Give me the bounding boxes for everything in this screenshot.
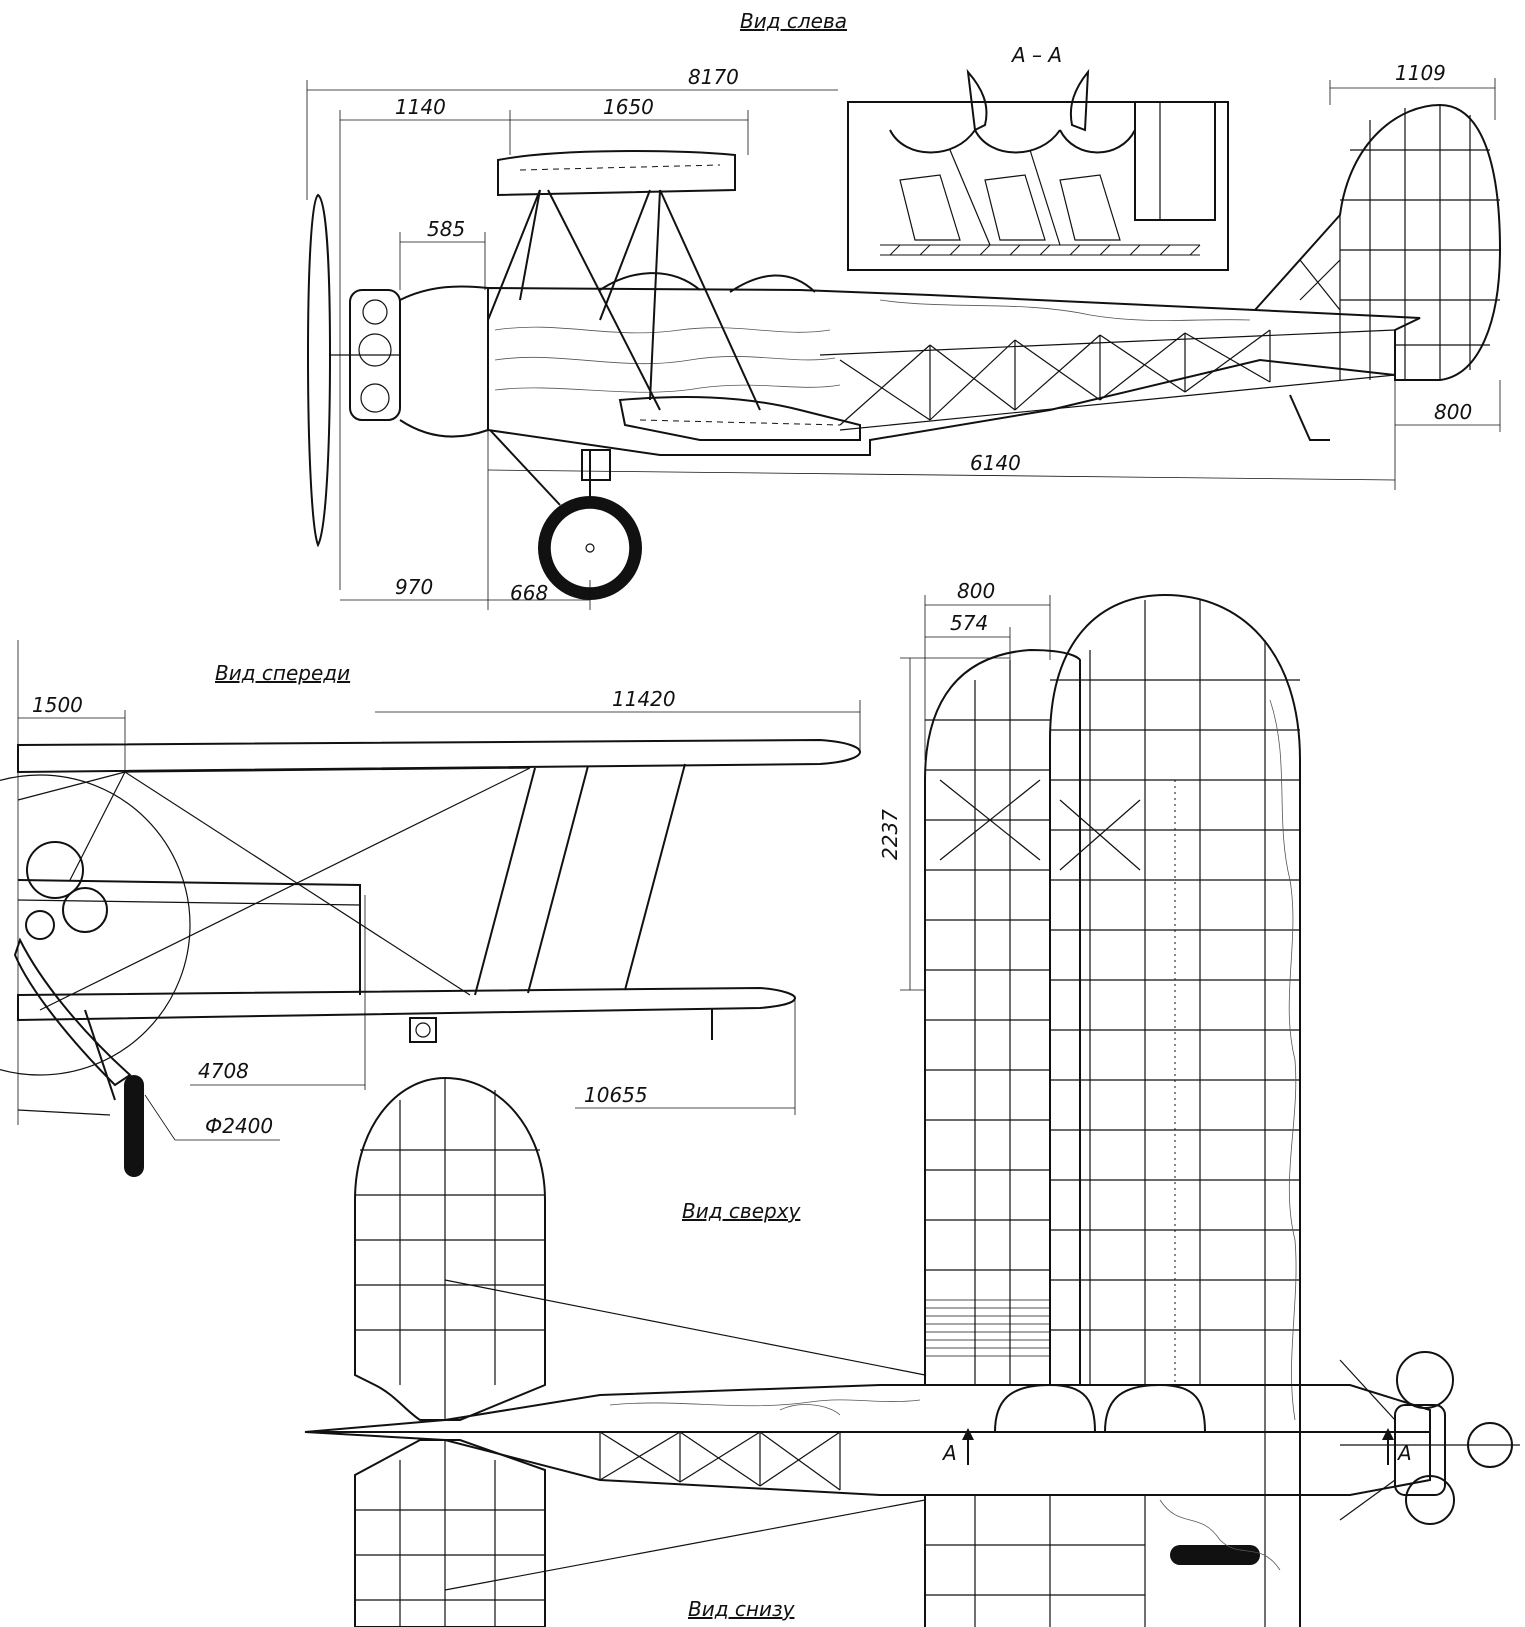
plan-stabilizer-top [355, 1078, 545, 1420]
side-tail [1255, 105, 1500, 440]
side-cockpit-rear [730, 275, 815, 292]
front-dimension-lines [18, 700, 860, 1140]
section-seats [900, 150, 1120, 245]
front-prop-disc [0, 775, 190, 1075]
front-upper-wing [18, 740, 860, 772]
dim-tail-chord: 800 [1434, 400, 1472, 424]
side-upper-wing [498, 151, 735, 195]
plan-wing-root-hatch [925, 1300, 1050, 1356]
dim-strut-span: 4708 [198, 1059, 249, 1083]
top-view-title: Вид сверху [682, 1199, 802, 1223]
plan-upper-wing [1050, 595, 1300, 1627]
plan-lower-wing [925, 650, 1080, 1385]
plan-section-markers [962, 1428, 1394, 1465]
plan-fuselage [305, 1385, 1430, 1495]
side-fuselage [488, 288, 1420, 455]
plan-bottom-wings [925, 1495, 1280, 1627]
section-a-a: А – А [848, 43, 1228, 270]
front-view: Вид спереди [0, 640, 860, 1177]
plan-stabilizer-bottom [355, 1440, 545, 1627]
section-floor-hatch [880, 245, 1200, 255]
dim-gear-offset: 668 [510, 581, 548, 605]
plan-dimension-lines [900, 595, 1050, 990]
plan-upper-wing-ribs [1050, 600, 1300, 1627]
dim-engine-length: 585 [427, 217, 465, 241]
bottom-view-title: Вид снизу [688, 1597, 796, 1621]
plan-lower-wing-ribs [925, 660, 1050, 1385]
side-struts [488, 190, 760, 410]
front-fuselage [18, 880, 360, 995]
front-landing-gear [18, 1010, 144, 1177]
front-view-title: Вид спереди [215, 661, 350, 685]
plan-cockpit-front [995, 1385, 1095, 1432]
dim-center-gap: 1500 [32, 693, 83, 717]
side-engine [330, 286, 488, 436]
dim-overall-length: 8170 [688, 65, 739, 89]
side-wood-grain [495, 300, 1250, 392]
side-lower-wing [620, 397, 860, 440]
dim-tail-height: 1109 [1395, 61, 1446, 85]
side-fuselage-truss [820, 330, 1395, 430]
section-marker-a-right: А [1396, 1441, 1412, 1465]
section-a-a-title: А – А [1010, 43, 1062, 67]
plan-stabilizer-top-ribs [355, 1078, 925, 1420]
dim-fuselage-length: 6140 [970, 451, 1021, 475]
plan-cockpit-rear [1105, 1385, 1205, 1432]
dim-nose-to-gear: 970 [395, 575, 433, 599]
dim-upper-half-span: 11420 [612, 687, 676, 711]
plan-fuselage-truss [600, 1400, 920, 1490]
side-cockpit-front [600, 273, 700, 290]
side-view-title: Вид слева [740, 9, 847, 33]
dim-prop-diameter: Ф2400 [205, 1114, 273, 1138]
side-landing-gear [490, 430, 642, 600]
front-wing-fitting [410, 1018, 436, 1042]
plan-stabilizer-bottom-ribs [355, 1440, 925, 1627]
dim-prop-to-strut: 1140 [395, 95, 446, 119]
section-marker-a-left: А [941, 1441, 957, 1465]
dim-lower-half-span: 10655 [584, 1083, 648, 1107]
side-propeller [308, 195, 330, 545]
plan-engine [1340, 1352, 1520, 1524]
front-struts [18, 764, 685, 1010]
front-lower-wing [18, 988, 795, 1020]
dim-stab-half-span: 2237 [878, 809, 902, 860]
front-engine [15, 842, 130, 1085]
side-dimension-lines [307, 78, 1500, 610]
dim-stab-chord: 800 [957, 579, 995, 603]
dim-elevator-chord: 574 [950, 611, 988, 635]
dim-chord-upper: 1650 [603, 95, 654, 119]
side-view: Вид слева [307, 9, 1500, 610]
plan-view: Вид сверху Вид снизу [305, 579, 1520, 1627]
